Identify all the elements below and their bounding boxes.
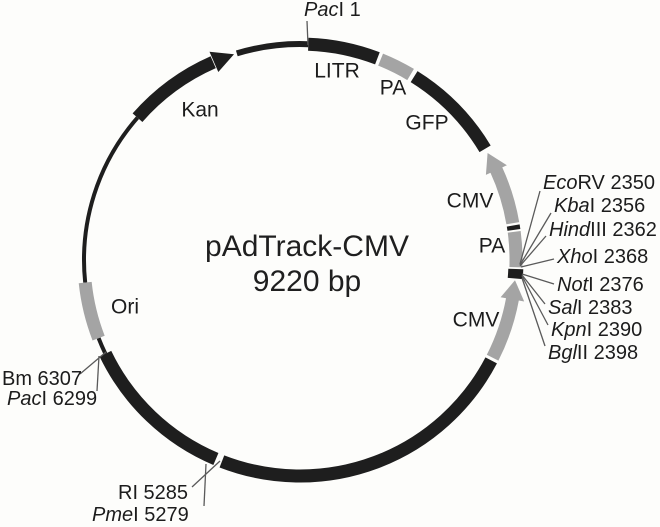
site-label-ecorv-2350: EcoRV 2350 xyxy=(543,172,655,194)
segment-pa-2 xyxy=(507,230,523,268)
site-label-regular-part: I 2390 xyxy=(587,319,643,341)
site-label-kbai-2356: KbaI 2356 xyxy=(554,195,645,217)
site-label-regular-part: I 2356 xyxy=(590,195,646,217)
site-label-italic-part: Kba xyxy=(554,195,590,217)
site-label-regular-part: RI 5285 xyxy=(118,482,188,504)
site-label-xhoi-2368: XhoI 2368 xyxy=(556,246,648,268)
arrowhead-kan xyxy=(209,51,234,72)
segment-label-kan: Kan xyxy=(181,99,218,122)
segment-cmv-2 xyxy=(486,297,519,361)
site-label-regular-part: II 2398 xyxy=(577,342,638,364)
segment-backbone-thick-b xyxy=(99,350,219,465)
site-label-bglii-2398: BglII 2398 xyxy=(548,342,638,364)
site-label-regular-part: I 2376 xyxy=(588,274,644,296)
site-label-regular-part: I 2383 xyxy=(577,297,633,319)
segment-label-cmv-1: CMV xyxy=(447,190,494,213)
site-label-regular-part: RV 2350 xyxy=(577,172,654,194)
arrowhead-cmv-1 xyxy=(485,153,507,175)
backbone-arc-1 xyxy=(96,337,108,355)
leader-pmei-5279 xyxy=(203,463,207,507)
site-label-regular-part: Bm 6307 xyxy=(2,368,82,390)
leader-hindiii-2362 xyxy=(519,235,547,267)
plasmid-name: pAdTrack-CMV xyxy=(205,230,409,263)
site-label-regular-part: I 1 xyxy=(338,0,360,21)
site-label-italic-part: Xho xyxy=(556,246,593,268)
site-label-sali-2383: SalI 2383 xyxy=(548,297,633,319)
segment-cmv-1 xyxy=(490,166,520,225)
leader-ecorv-2350 xyxy=(519,190,541,265)
segment-tick-1 xyxy=(506,224,521,231)
segment-label-litr: LITR xyxy=(314,60,360,83)
backbone-arc-2 xyxy=(82,116,140,283)
segment-backbone-thick-a xyxy=(219,357,497,483)
site-label-italic-part: Hind xyxy=(549,219,591,241)
segment-gfp xyxy=(410,71,491,153)
segment-label-ori: Ori xyxy=(111,296,139,319)
site-label-italic-part: Sal xyxy=(548,297,577,319)
leader-sali-2383 xyxy=(521,274,546,305)
segment-label-pa-2: PA xyxy=(479,235,505,258)
leader-xhoi-2368 xyxy=(520,258,555,268)
site-label-italic-part: Pme xyxy=(92,504,133,526)
leader-bglii-2398 xyxy=(521,277,546,347)
segment-mcs xyxy=(507,268,524,280)
arrowhead-cmv-2 xyxy=(500,280,525,302)
segment-pa-1 xyxy=(378,53,414,81)
site-label-italic-part: Bgl xyxy=(548,342,577,364)
segment-label-pa-1: PA xyxy=(380,77,406,100)
segment-litr xyxy=(307,37,380,65)
segment-label-cmv-2: CMV xyxy=(453,309,500,332)
site-label-italic-part: Not xyxy=(557,274,590,296)
site-label-hindiii-2362: HindIII 2362 xyxy=(549,219,657,241)
site-label-italic-part: Pac xyxy=(7,388,41,410)
site-label-italic-part: Kpn xyxy=(551,319,587,341)
leader-pacl-1 xyxy=(306,20,309,46)
segment-label-gfp: GFP xyxy=(405,112,448,135)
site-label-pacl-1: PacI 1 xyxy=(304,0,361,21)
site-label-kpni-2390: KpnI 2390 xyxy=(551,319,642,341)
plasmid-size: 9220 bp xyxy=(252,265,362,298)
leader-noti-2376 xyxy=(521,273,555,285)
backbone-arc-0 xyxy=(235,41,309,57)
site-label-pacl-6299: PacI 6299 xyxy=(7,388,97,410)
site-label-regular-part: III 2362 xyxy=(590,219,657,241)
leader-kbai-2356 xyxy=(519,212,552,266)
leader-kpni-2390 xyxy=(521,275,549,326)
segment-kan xyxy=(132,56,216,123)
site-label-ri-5285: RI 5285 xyxy=(118,482,188,504)
leader-bm-6307 xyxy=(79,351,107,375)
site-label-noti-2376: NotI 2376 xyxy=(557,274,644,296)
site-label-italic-part: Eco xyxy=(543,172,577,194)
site-label-regular-part: I 6299 xyxy=(41,388,97,410)
site-label-regular-part: I 2368 xyxy=(593,246,649,268)
site-label-pmei-5279: PmeI 5279 xyxy=(92,504,189,526)
leader-pacl-6299 xyxy=(96,355,100,392)
site-label-bm-6307: Bm 6307 xyxy=(2,368,82,390)
site-label-italic-part: Pac xyxy=(304,0,338,21)
site-label-regular-part: I 5279 xyxy=(133,504,189,526)
segment-ori xyxy=(78,281,105,341)
plasmid-title-block: pAdTrack-CMV 9220 bp xyxy=(205,229,409,299)
